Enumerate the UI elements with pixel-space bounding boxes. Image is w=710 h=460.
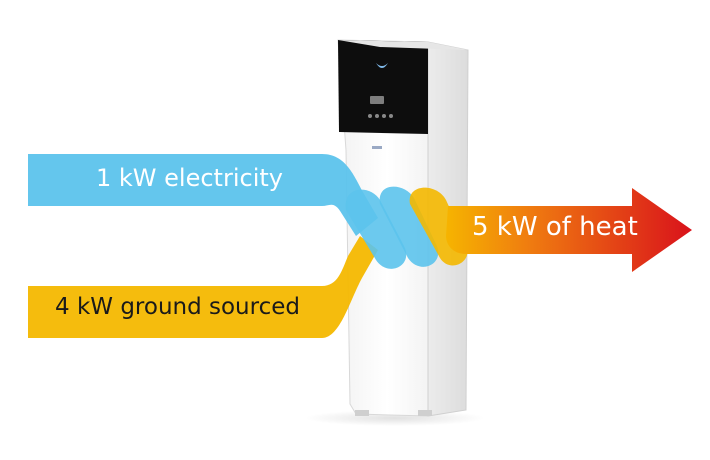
control-panel (338, 40, 428, 134)
panel-button-icon (382, 114, 386, 118)
panel-button-icon (375, 114, 379, 118)
electricity-label: 1 kW electricity (96, 164, 283, 192)
electricity-loop (345, 189, 407, 269)
unit-foot (418, 410, 432, 416)
unit-top (338, 40, 468, 50)
display-icon (370, 96, 384, 104)
electricity-loop (379, 186, 439, 267)
heat-output-arrow (446, 188, 692, 272)
ground-sourced-label: 4 kW ground sourced (55, 294, 300, 320)
badge-icon (372, 146, 382, 149)
heat-output-label: 5 kW of heat (472, 212, 638, 242)
unit-foot (355, 410, 369, 416)
electricity-flow-arrow (28, 154, 378, 236)
panel-button-icon (389, 114, 393, 118)
brand-logo-icon (376, 63, 388, 68)
ground-flow-arrow (28, 236, 378, 338)
panel-button-icon (368, 114, 372, 118)
